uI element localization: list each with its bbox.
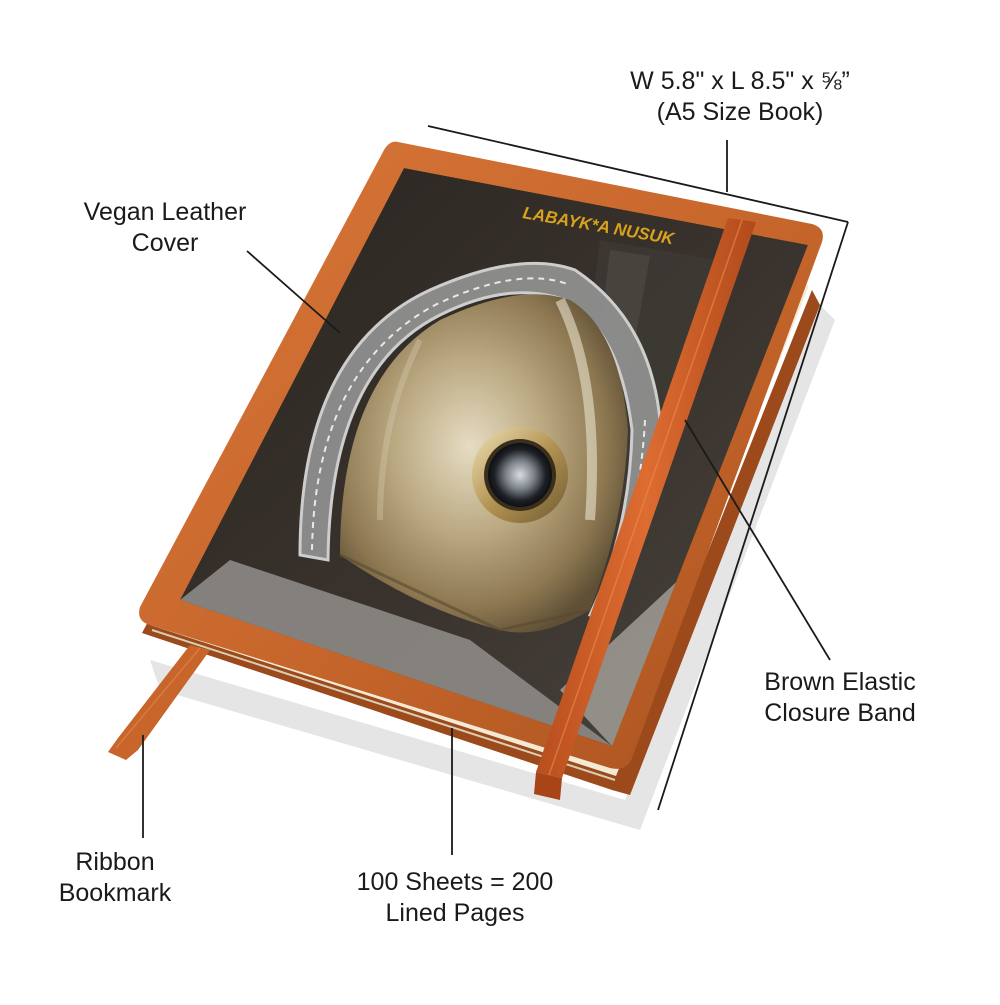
ribbon-label-line-1: Ribbon: [75, 848, 155, 876]
dimensions-line-2: (A5 Size Book): [656, 98, 824, 126]
dimensions-label: W 5.8" x L 8.5" x ⅝” (A5 Size Book): [590, 66, 890, 128]
cover-label-line-1: Vegan Leather: [83, 198, 247, 226]
band-label-line-2: Closure Band: [764, 699, 916, 727]
callout-lines: [142, 140, 831, 855]
band-label: Brown Elastic Closure Band: [735, 667, 945, 729]
cover-print: [180, 168, 808, 746]
pages-label: 100 Sheets = 200 Lined Pages: [320, 867, 590, 929]
ribbon-label-line-2: Bookmark: [58, 879, 172, 907]
pages-label-line-2: Lined Pages: [385, 899, 525, 927]
cover-label: Vegan Leather Cover: [55, 197, 275, 259]
cover-label-line-2: Cover: [131, 229, 199, 257]
pages-label-line-1: 100 Sheets = 200: [356, 868, 554, 896]
dimensions-line-1: W 5.8" x L 8.5" x ⅝”: [630, 67, 850, 95]
dimension-lines: [427, 125, 849, 811]
ribbon-bookmark: [108, 645, 210, 760]
band-label-line-1: Brown Elastic: [764, 668, 916, 696]
ribbon-label: Ribbon Bookmark: [45, 847, 185, 909]
